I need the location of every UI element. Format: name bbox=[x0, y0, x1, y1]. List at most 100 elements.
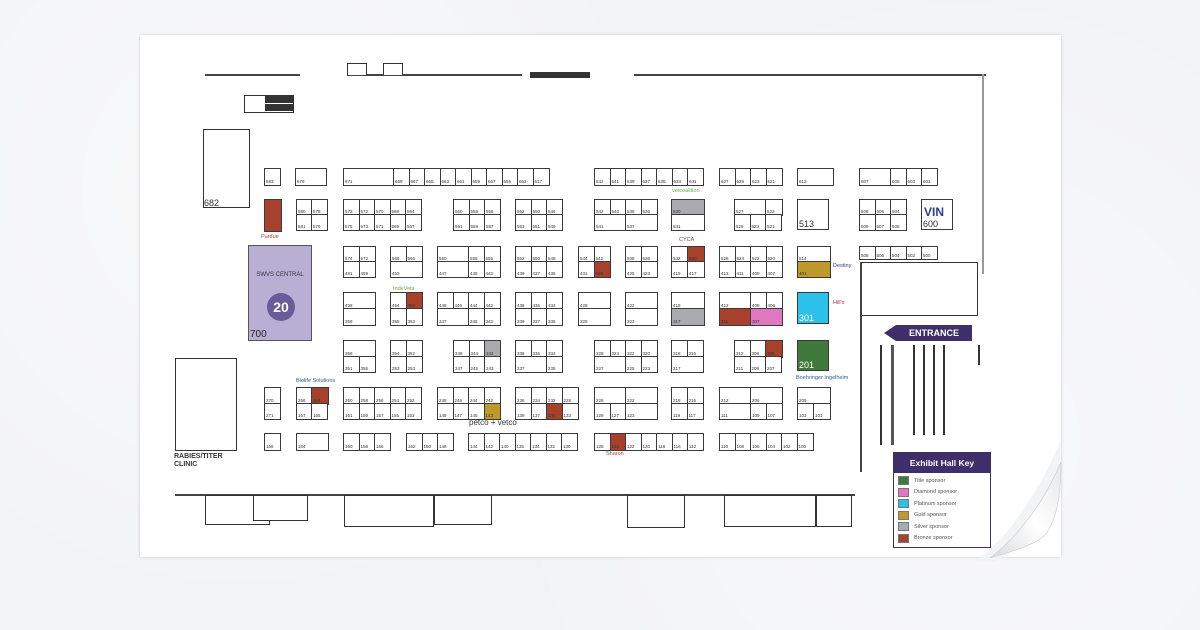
booth-123[interactable]: 123 bbox=[625, 403, 658, 420]
booth-308[interactable]: 308 bbox=[749, 340, 767, 358]
booth-130[interactable]: 130 bbox=[561, 433, 578, 451]
booth-434[interactable]: 434 bbox=[546, 292, 563, 310]
booth-521[interactable]: 521 bbox=[765, 214, 782, 231]
booth-603[interactable]: 603 bbox=[905, 168, 923, 186]
booth-217[interactable]: 217 bbox=[671, 356, 704, 373]
booth-311[interactable]: 311 bbox=[719, 308, 752, 326]
booth-226[interactable]: 226 bbox=[594, 387, 627, 405]
booth-329[interactable]: 329 bbox=[578, 308, 611, 326]
booth-328[interactable]: 328 bbox=[594, 340, 611, 358]
booth-228[interactable]: 228 bbox=[561, 387, 579, 405]
booth-358[interactable]: 358 bbox=[343, 340, 376, 358]
booth-553[interactable]: 553 bbox=[515, 214, 532, 231]
booth-635[interactable]: 635 bbox=[656, 168, 673, 186]
booth-613[interactable]: 613 bbox=[797, 168, 834, 186]
booth-118[interactable]: 118 bbox=[656, 433, 673, 451]
booth-155[interactable]: 155 bbox=[389, 403, 407, 420]
booth-110[interactable]: 110 bbox=[719, 433, 736, 451]
booth-446[interactable]: 446 bbox=[452, 292, 470, 310]
booth-153[interactable]: 153 bbox=[405, 403, 422, 420]
booth-406[interactable]: 406 bbox=[765, 292, 783, 310]
booth-318[interactable]: 318 bbox=[671, 340, 688, 358]
booth-561[interactable]: 561 bbox=[453, 214, 470, 231]
booth-107[interactable]: 107 bbox=[765, 403, 783, 420]
booth-481[interactable]: 481 bbox=[343, 261, 360, 278]
booth-136[interactable]: 136 bbox=[514, 433, 532, 451]
booth-247[interactable]: 247 bbox=[453, 356, 470, 373]
booth-232[interactable]: 232 bbox=[546, 387, 563, 405]
booth-212[interactable]: 212 bbox=[719, 387, 752, 405]
booth-423[interactable]: 423 bbox=[640, 261, 658, 278]
booth-111[interactable]: 111 bbox=[719, 403, 752, 420]
booth-128[interactable]: 128 bbox=[594, 433, 611, 451]
booth-508[interactable]: 508 bbox=[859, 246, 876, 260]
booth-218[interactable]: 218 bbox=[671, 387, 688, 405]
booth-513[interactable]: 513 bbox=[797, 199, 829, 230]
booth-409[interactable]: 409 bbox=[750, 261, 767, 278]
booth-109[interactable]: 109 bbox=[750, 403, 767, 420]
booth-607[interactable]: 607 bbox=[859, 168, 892, 186]
booth-509[interactable]: 509 bbox=[859, 214, 876, 231]
booth-437[interactable]: 437 bbox=[530, 261, 548, 278]
booth-260[interactable]: 260 bbox=[343, 387, 360, 405]
booth-338[interactable]: 338 bbox=[515, 340, 532, 358]
booth-541[interactable]: 541 bbox=[594, 214, 627, 231]
booth-245[interactable]: 245 bbox=[468, 356, 486, 373]
booth-679[interactable]: 679 bbox=[295, 168, 327, 186]
booth-413[interactable]: 413 bbox=[719, 261, 736, 278]
booth-339[interactable]: 339 bbox=[515, 308, 532, 326]
booth-271[interactable]: 271 bbox=[264, 403, 281, 420]
booth-235[interactable]: 235 bbox=[546, 356, 563, 373]
booth-633[interactable]: 633 bbox=[671, 168, 689, 186]
booth-117[interactable]: 117 bbox=[686, 403, 704, 420]
booth-641[interactable]: 641 bbox=[609, 168, 627, 186]
booth-270[interactable]: 270 bbox=[264, 387, 281, 405]
booth-507[interactable]: 507 bbox=[874, 214, 892, 231]
booth-669[interactable]: 669 bbox=[393, 168, 410, 186]
booth-407[interactable]: 407 bbox=[765, 261, 783, 278]
booth-159[interactable]: 159 bbox=[358, 403, 376, 420]
booth-661[interactable]: 661 bbox=[455, 168, 472, 186]
booth-253[interactable]: 253 bbox=[390, 356, 407, 373]
booth-537[interactable]: 537 bbox=[625, 214, 658, 231]
booth-139[interactable]: 139 bbox=[515, 403, 532, 420]
booth-320[interactable]: 320 bbox=[640, 340, 658, 358]
booth-435[interactable]: 435 bbox=[546, 261, 563, 278]
booth-143[interactable]: 143 bbox=[483, 403, 501, 420]
booth-417[interactable]: 417 bbox=[687, 261, 705, 278]
booth-336[interactable]: 336 bbox=[530, 340, 548, 358]
entrance-sign[interactable]: ENTRANCE bbox=[884, 325, 972, 341]
booth-237[interactable]: 237 bbox=[515, 356, 548, 373]
booth-567[interactable]: 567 bbox=[405, 214, 422, 231]
booth-355[interactable]: 355 bbox=[390, 308, 407, 326]
booth-312[interactable]: 312 bbox=[734, 340, 751, 358]
booth-573[interactable]: 573 bbox=[358, 214, 376, 231]
booth-334[interactable]: 334 bbox=[546, 340, 563, 358]
booth-408[interactable]: 408 bbox=[750, 292, 767, 310]
booth-351[interactable]: 351 bbox=[343, 356, 360, 373]
booth-137[interactable]: 137 bbox=[530, 403, 548, 420]
booth-559[interactable]: 559 bbox=[468, 214, 486, 231]
booth-345[interactable]: 345 bbox=[468, 308, 485, 326]
booth-453[interactable]: 453 bbox=[390, 261, 423, 278]
booth-317[interactable]: 317 bbox=[671, 308, 705, 326]
booth-571[interactable]: 571 bbox=[374, 214, 391, 231]
booth-506[interactable]: 506 bbox=[874, 246, 892, 260]
booth-323[interactable]: 323 bbox=[625, 308, 658, 326]
booth-209[interactable]: 209 bbox=[749, 356, 767, 373]
booth-347[interactable]: 347 bbox=[437, 308, 470, 326]
booth-443[interactable]: 443 bbox=[483, 261, 501, 278]
booth-316[interactable]: 316 bbox=[686, 340, 704, 358]
booth-252[interactable]: 252 bbox=[405, 387, 422, 405]
booth-579[interactable]: 579 bbox=[311, 214, 328, 231]
booth-206[interactable]: 206 bbox=[750, 387, 783, 405]
booth-452[interactable]: 452 bbox=[405, 292, 423, 310]
booth-657[interactable]: 657 bbox=[486, 168, 503, 186]
booth-655[interactable]: 655 bbox=[501, 168, 519, 186]
booth-642[interactable]: 642 bbox=[594, 168, 611, 186]
booth-227[interactable]: 227 bbox=[594, 356, 627, 373]
booth-439[interactable]: 439 bbox=[515, 261, 532, 278]
booth-429[interactable]: 429 bbox=[593, 261, 611, 278]
booth-625[interactable]: 625 bbox=[734, 168, 752, 186]
booth-307[interactable]: 307 bbox=[750, 308, 783, 326]
